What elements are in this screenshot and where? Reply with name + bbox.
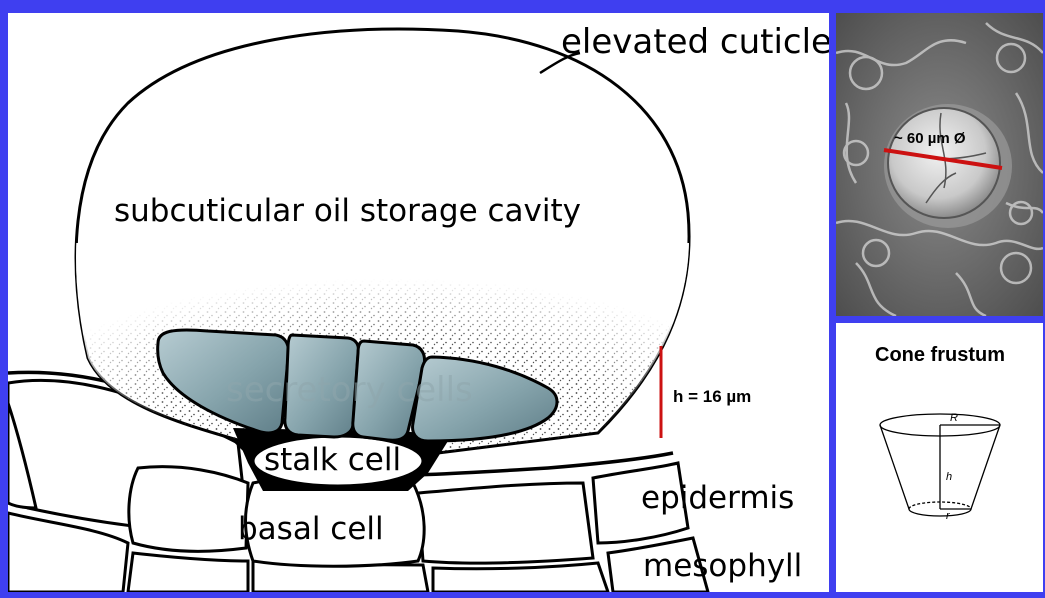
label-diameter: ~ 60 µm Ø	[894, 130, 966, 147]
label-mesophyll: mesophyll	[643, 548, 802, 584]
sem-micrograph-panel: ~ 60 µm Ø	[836, 13, 1043, 316]
frustum-label-h: h	[946, 471, 952, 483]
label-stalk-cell: stalk cell	[264, 442, 401, 478]
label-epidermis: epidermis	[641, 480, 794, 516]
frustum-shape	[880, 414, 1000, 516]
frustum-label-R: R	[950, 412, 958, 424]
label-secretory-cells: secretory cells	[226, 370, 473, 410]
cone-frustum-diagram: Cone frustum R h r	[836, 323, 1043, 592]
gland-head	[888, 108, 1000, 218]
frustum-title: Cone frustum	[875, 344, 1005, 366]
trichome-drawing-panel: elevated cuticle subcuticular oil storag…	[8, 13, 829, 592]
sem-micrograph: ~ 60 µm Ø	[836, 13, 1043, 316]
cone-frustum-panel: Cone frustum R h r	[836, 323, 1043, 592]
trichome-diagram: elevated cuticle subcuticular oil storag…	[8, 13, 829, 592]
label-elevated-cuticle: elevated cuticle	[561, 22, 829, 62]
label-basal-cell: basal cell	[238, 511, 384, 547]
label-height: h = 16 µm	[673, 387, 751, 406]
label-oil-cavity: subcuticular oil storage cavity	[114, 193, 581, 229]
